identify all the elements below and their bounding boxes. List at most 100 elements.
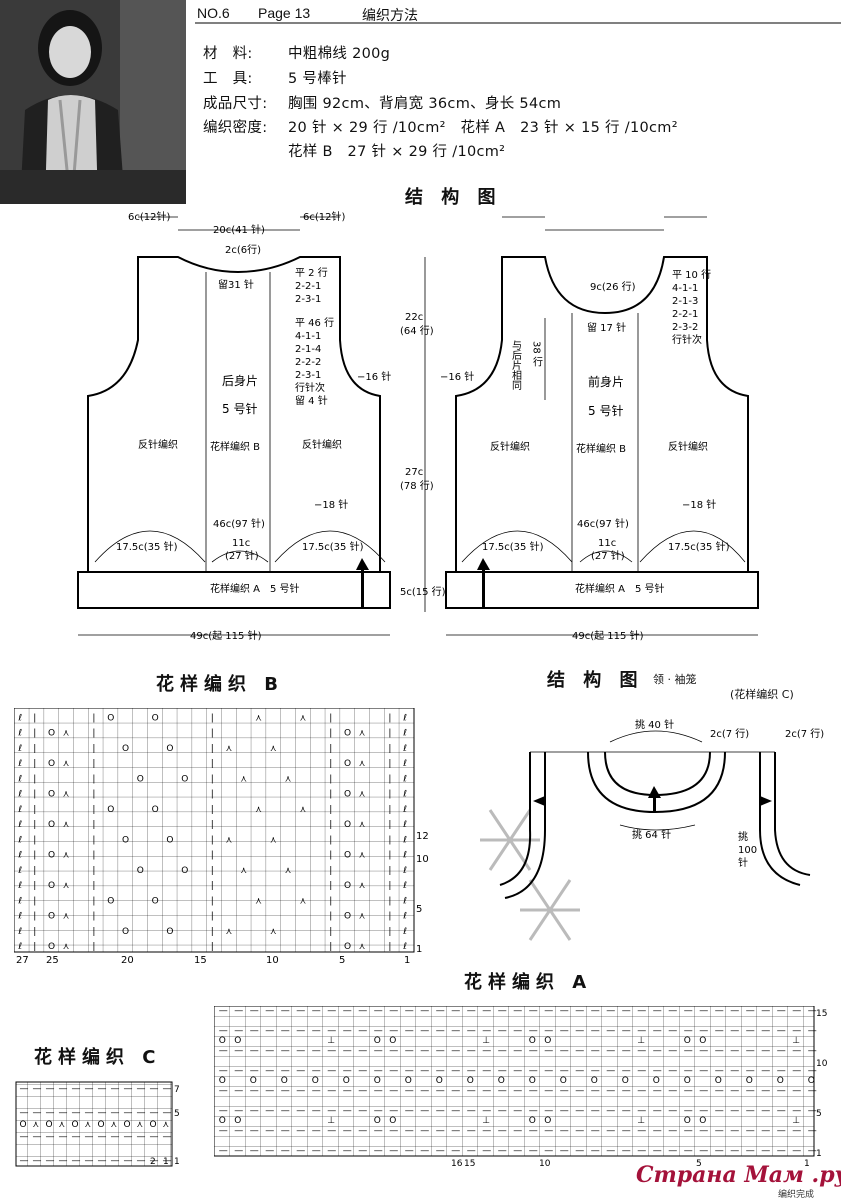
front-rib-label: 花样编织 A 5 号针 [575, 582, 665, 595]
chart-symbol: | [329, 896, 332, 906]
chart-symbol: — [312, 1066, 321, 1076]
chart-symbol: O [122, 927, 129, 937]
chart-symbol: | [211, 713, 214, 723]
chart-symbol: O [343, 1076, 350, 1086]
front-shaping-c: 2-1-3 [672, 296, 698, 307]
front-right-width: 17.5c(35 针) [668, 540, 730, 553]
chart-symbol: O [107, 805, 114, 815]
chart-symbol: O [344, 912, 351, 922]
chart-symbol: — [389, 1146, 398, 1156]
chart-c-row-7: 7 [174, 1085, 180, 1095]
chart-symbol: — [715, 1106, 724, 1116]
chart-symbol: — [281, 1086, 290, 1096]
chart-symbol: — [730, 1126, 739, 1136]
chart-symbol: ⋏ [359, 759, 366, 769]
chart-symbol: — [137, 1132, 146, 1142]
chart-symbol: O [72, 1120, 79, 1130]
chart-symbol: O [124, 1120, 131, 1130]
chart-symbol: — [124, 1084, 133, 1094]
chart-symbol: — [560, 1086, 569, 1096]
chart-symbol: — [59, 1132, 68, 1142]
chart-b-col-25: 25 [46, 955, 59, 966]
chart-symbol: | [388, 759, 391, 769]
chart-symbol: — [163, 1084, 172, 1094]
chart-symbol: ⋏ [359, 942, 366, 952]
chart-symbol: — [150, 1156, 159, 1166]
chart-symbol: | [211, 774, 214, 784]
chart-symbol: — [544, 1006, 553, 1016]
chart-symbol: — [684, 1046, 693, 1056]
chart-symbol: ⊥ [327, 1116, 335, 1126]
chart-symbol: — [281, 1006, 290, 1016]
chart-symbol: — [575, 1046, 584, 1056]
chart-symbol: O [467, 1076, 474, 1086]
chart-symbol: — [606, 1146, 615, 1156]
chart-a-col-10: 10 [539, 1159, 551, 1169]
chart-symbol: — [405, 1126, 414, 1136]
chart-symbol: | [211, 744, 214, 754]
chart-symbol: — [265, 1066, 274, 1076]
size-value: 胸围 92cm、背肩宽 36cm、身长 54cm [288, 96, 562, 112]
chart-symbol: — [420, 1126, 429, 1136]
back-rib [77, 571, 391, 609]
chart-symbol: — [85, 1084, 94, 1094]
chart-symbol: — [265, 1026, 274, 1036]
chart-symbol: — [761, 1086, 770, 1096]
chart-symbol: — [250, 1106, 259, 1116]
chart-symbol: — [405, 1046, 414, 1056]
chart-symbol: ℓ [402, 942, 407, 952]
chart-symbol: O [48, 851, 55, 861]
chart-symbol: — [265, 1106, 274, 1116]
chart-symbol: — [265, 1046, 274, 1056]
chart-symbol: — [699, 1026, 708, 1036]
pick-100-b: 100 [738, 845, 757, 856]
model-photo [0, 0, 186, 204]
chart-symbol: — [358, 1006, 367, 1016]
chart-symbol: — [420, 1086, 429, 1096]
chart-symbol: O [152, 896, 159, 906]
chart-symbol: ℓ [17, 866, 22, 876]
chart-symbol: — [111, 1108, 120, 1118]
chart-symbol: O [699, 1116, 706, 1126]
chart-symbol: — [250, 1066, 259, 1076]
front-neck-center: 留 17 针 [587, 321, 626, 334]
chart-symbol: — [761, 1046, 770, 1056]
chart-symbol: — [296, 1146, 305, 1156]
chart-c-col-2: 2 [150, 1157, 156, 1167]
chart-symbol: — [436, 1026, 445, 1036]
chart-symbol: | [92, 790, 95, 800]
chart-symbol: ⋏ [359, 851, 366, 861]
chart-symbol: — [591, 1106, 600, 1116]
chart-symbol: ⊥ [792, 1116, 800, 1126]
chart-symbol: — [808, 1006, 817, 1016]
chart-symbol: — [653, 1046, 662, 1056]
chart-c-col-1: 1 [163, 1157, 169, 1167]
chart-symbol: — [98, 1156, 107, 1166]
chart-symbol: — [250, 1126, 259, 1136]
chart-symbol: — [374, 1066, 383, 1076]
chart-symbol: ⋏ [63, 820, 70, 830]
footer-note: 编织完成 [778, 1190, 815, 1200]
chart-symbol: — [219, 1126, 228, 1136]
chart-symbol: — [544, 1086, 553, 1096]
gauge-label: 编织密度: [203, 120, 268, 136]
chart-b-col-5: 5 [339, 955, 345, 966]
chart-a-row-10: 10 [816, 1059, 828, 1069]
chart-symbol: ℓ [17, 790, 22, 800]
chart-symbol: — [498, 1106, 507, 1116]
chart-symbol: — [684, 1146, 693, 1156]
chart-symbol: — [234, 1086, 243, 1096]
chart-symbol: ℓ [402, 805, 407, 815]
gauge-value-1: 20 针 × 29 行 /10cm² 花样 A 23 针 × 15 行 /10c… [288, 120, 678, 136]
chart-symbol: | [329, 729, 332, 739]
chart-symbol: O [48, 759, 55, 769]
chart-symbol: ⋏ [255, 805, 262, 815]
chart-symbol: — [575, 1126, 584, 1136]
chart-symbol: O [498, 1076, 505, 1086]
chart-symbol: — [715, 1066, 724, 1076]
pattern-number: NO.6 [197, 5, 230, 21]
chart-symbol: | [92, 820, 95, 830]
chart-symbol: — [777, 1086, 786, 1096]
chart-symbol: — [374, 1146, 383, 1156]
chart-symbol: — [358, 1026, 367, 1036]
